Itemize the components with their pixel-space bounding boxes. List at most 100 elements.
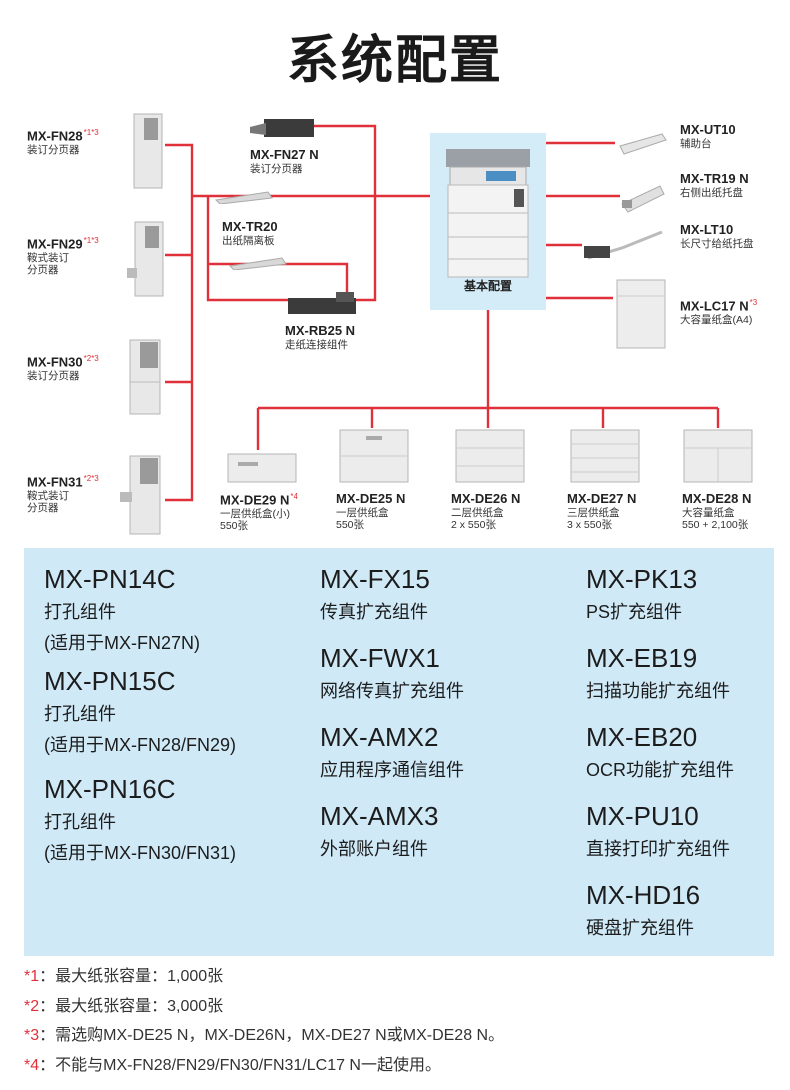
option-mx-tr19n: MX-TR19 N 右侧出纸托盘	[680, 171, 749, 199]
page-title: 系统配置	[286, 31, 503, 91]
separator-tray-lower-image	[228, 257, 287, 270]
kit-mx-pu10: MX-PU10 直接打印扩充组件	[586, 801, 730, 861]
kit-mx-pn15c: MX-PN15C 打孔组件 (适用于MX-FN28/FN29)	[44, 666, 236, 757]
option-desc: 出纸隔离板	[222, 234, 275, 247]
kit-mx-amx3: MX-AMX3 外部账户组件	[320, 801, 438, 861]
option-desc: 大容量纸盒(A4)	[680, 314, 753, 327]
kit-code: MX-FX15	[320, 564, 430, 594]
kit-desc: 打孔组件	[44, 704, 116, 724]
option-mx-lt10: MX-LT10 长尺寸给纸托盘	[680, 222, 754, 250]
footnote-4: *4：不能与MX-FN28/FN29/FN30/FN31/LC17 N一起使用。	[24, 1051, 441, 1075]
option-code: MX-UT10	[680, 122, 736, 137]
footnote-text: ：最大纸张容量：1,000张	[39, 968, 224, 985]
kits-panel	[24, 548, 774, 956]
footnote-1: *1：最大纸张容量：1,000张	[24, 962, 223, 986]
option-mx-fn27n: MX-FN27 N 装订分页器	[250, 147, 319, 175]
kit-desc: 硬盘扩充组件	[586, 918, 694, 938]
option-code: MX-DE27 N	[567, 491, 637, 506]
option-desc: 右侧出纸托盘	[680, 186, 743, 199]
kit-mx-hd16: MX-HD16 硬盘扩充组件	[586, 880, 700, 940]
option-mx-tr20: MX-TR20 出纸隔离板	[222, 219, 278, 247]
option-code: MX-DE26 N	[451, 491, 521, 506]
kit-code: MX-PN16C	[44, 774, 176, 804]
paper-pass-unit-image	[288, 292, 356, 314]
tray-de27-image	[570, 429, 640, 483]
option-desc: 大容量纸盒 550 + 2,100张	[682, 506, 749, 531]
kit-note: (适用于MX-FN27N)	[44, 633, 200, 653]
tray-de29-image	[227, 453, 297, 483]
kit-desc: 应用程序通信组件	[320, 760, 464, 780]
footnote-mark: *2	[24, 998, 40, 1015]
footnote-3: *3：需选购MX-DE25 N，MX-DE26N，MX-DE27 N或MX-DE…	[24, 1021, 504, 1045]
kit-desc: 网络传真扩充组件	[320, 681, 464, 701]
kit-mx-pk13: MX-PK13 PS扩充组件	[586, 564, 697, 624]
option-mx-de28n: MX-DE28 N 大容量纸盒 550 + 2,100张	[682, 491, 752, 531]
long-paper-tray-image	[584, 230, 663, 260]
option-desc: 装订分页器	[250, 162, 303, 175]
kit-mx-amx2: MX-AMX2 应用程序通信组件	[320, 722, 464, 782]
option-desc: 长尺寸给纸托盘	[680, 237, 754, 250]
option-desc: 辅助台	[680, 137, 712, 150]
option-code: MX-DE28 N	[682, 491, 752, 506]
work-table-image	[619, 133, 667, 155]
finisher-fn30-image	[129, 339, 161, 415]
kit-desc: 扫描功能扩充组件	[586, 681, 730, 701]
kit-code: MX-EB19	[586, 643, 698, 673]
option-mx-ut10: MX-UT10 辅助台	[680, 122, 736, 150]
option-code: MX-TR19 N	[680, 171, 749, 186]
option-mx-de26n: MX-DE26 N 二层供纸盒 2 x 550张	[451, 491, 521, 531]
kit-desc: 直接打印扩充组件	[586, 839, 730, 859]
option-code: MX-FN29*1*3	[27, 236, 99, 252]
option-code: MX-DE29 N*4	[220, 492, 298, 508]
footnote-text: ：不能与MX-FN28/FN29/FN30/FN31/LC17 N一起使用。	[39, 1057, 441, 1074]
kit-mx-eb20: MX-EB20 OCR功能扩充组件	[586, 722, 734, 782]
option-code: MX-TR20	[222, 219, 278, 234]
option-mx-rb25n: MX-RB25 N 走纸连接组件	[285, 323, 355, 351]
option-mx-fn30: MX-FN30*2*3 装订分页器	[27, 354, 99, 382]
core-label: 基本配置	[463, 279, 512, 293]
kit-code: MX-AMX2	[320, 722, 439, 752]
option-desc: 一层供纸盒(小) 550张	[220, 508, 290, 533]
kit-code: MX-PU10	[586, 801, 699, 831]
kit-mx-fx15: MX-FX15 传真扩充组件	[320, 564, 430, 624]
kit-desc: 打孔组件	[44, 812, 116, 832]
option-mx-fn31: MX-FN31*2*3 鞍式装订 分页器	[27, 474, 99, 514]
kit-code: MX-PN14C	[44, 564, 176, 594]
kit-code: MX-PN15C	[44, 666, 176, 696]
option-code: MX-FN30*2*3	[27, 354, 99, 370]
option-mx-de27n: MX-DE27 N 三层供纸盒 3 x 550张	[567, 491, 637, 531]
footnote-2: *2：最大纸张容量：3,000张	[24, 992, 223, 1016]
core-configuration: 基本配置	[430, 133, 546, 310]
option-code: MX-FN31*2*3	[27, 474, 99, 490]
footnote-text: ：最大纸张容量：3,000张	[39, 998, 224, 1015]
option-desc: 三层供纸盒 3 x 550张	[567, 506, 620, 531]
tray-de28-image	[683, 429, 753, 483]
copier-icon	[446, 149, 530, 278]
kit-desc: 打孔组件	[44, 602, 116, 622]
finisher-fn31-image	[120, 455, 161, 535]
footnote-mark: *1	[24, 968, 40, 985]
footnote-text: ：需选购MX-DE25 N，MX-DE26N，MX-DE27 N或MX-DE28…	[39, 1027, 505, 1044]
option-desc: 鞍式装订 分页器	[27, 252, 69, 277]
kit-code: MX-FWX1	[320, 643, 440, 673]
footnote-mark: *4	[24, 1057, 40, 1074]
option-code: MX-DE25 N	[336, 491, 406, 506]
option-code: MX-LT10	[680, 222, 734, 237]
option-desc: 二层供纸盒 2 x 550张	[451, 506, 504, 531]
option-desc: 走纸连接组件	[285, 338, 348, 351]
option-desc: 装订分页器	[27, 370, 80, 383]
option-desc: 装订分页器	[27, 144, 80, 157]
option-mx-fn29: MX-FN29*1*3 鞍式装订 分页器	[27, 236, 99, 276]
kit-note: (适用于MX-FN28/FN29)	[44, 735, 237, 755]
option-code: MX-FN28*1*3	[27, 128, 99, 144]
footnote-mark: *3	[24, 1027, 40, 1044]
option-desc: 鞍式装订 分页器	[27, 490, 69, 515]
kit-desc: 传真扩充组件	[320, 602, 428, 622]
kit-mx-pn16c: MX-PN16C 打孔组件 (适用于MX-FN30/FN31)	[44, 774, 236, 865]
option-mx-de29n: MX-DE29 N*4 一层供纸盒(小) 550张	[220, 492, 298, 532]
exit-tray-image	[621, 185, 665, 213]
option-desc: 一层供纸盒 550张	[336, 506, 389, 531]
kit-code: MX-HD16	[586, 880, 701, 910]
tray-de26-image	[455, 429, 525, 483]
